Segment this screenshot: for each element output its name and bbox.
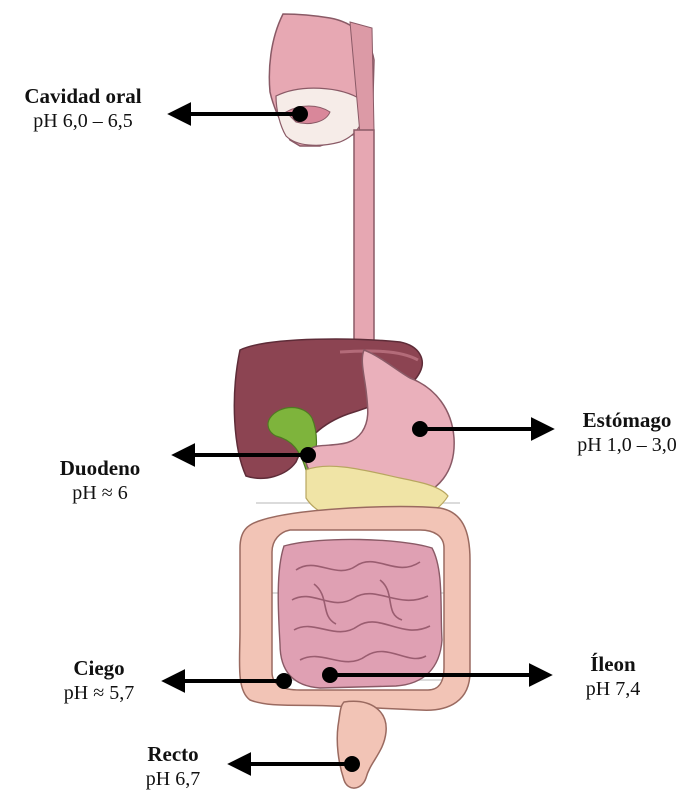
label-oral-cavity: Cavidad oral pH 6,0 – 6,5 (6, 84, 160, 134)
label-duodenum-ph: pH ≈ 6 (40, 480, 160, 506)
label-duodenum-name: Duodeno (40, 456, 160, 480)
label-cecum: Ciego pH ≈ 5,7 (40, 656, 158, 706)
label-oral-cavity-ph: pH 6,0 – 6,5 (6, 108, 160, 134)
esophagus (354, 130, 374, 352)
label-stomach-ph: pH 1,0 – 3,0 (560, 432, 694, 458)
label-ileum-ph: pH 7,4 (558, 676, 668, 702)
label-rectum: Recto pH 6,7 (118, 742, 228, 792)
label-rectum-name: Recto (118, 742, 228, 766)
label-cecum-ph: pH ≈ 5,7 (40, 680, 158, 706)
small-intestine (278, 539, 442, 688)
label-stomach: Estómago pH 1,0 – 3,0 (560, 408, 694, 458)
label-stomach-name: Estómago (560, 408, 694, 432)
head-oral-cavity (269, 14, 374, 146)
rectum (337, 701, 386, 788)
label-cecum-name: Ciego (40, 656, 158, 680)
label-ileum-name: Íleon (558, 652, 668, 676)
label-oral-cavity-name: Cavidad oral (6, 84, 160, 108)
label-rectum-ph: pH 6,7 (118, 766, 228, 792)
label-ileum: Íleon pH 7,4 (558, 652, 668, 702)
label-duodenum: Duodeno pH ≈ 6 (40, 456, 160, 506)
